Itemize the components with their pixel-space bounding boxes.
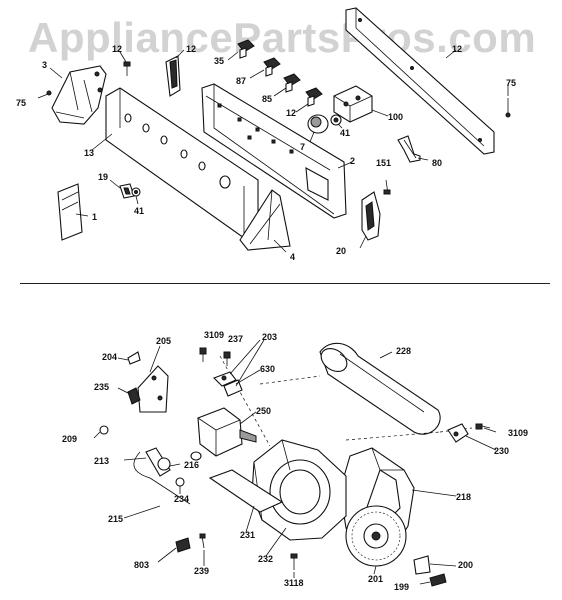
top-leader-lines	[49, 49, 509, 253]
callout-3: 3	[42, 60, 48, 70]
callout-630: 630	[260, 364, 276, 374]
callout-41-right: 41	[340, 128, 351, 138]
part-12-screw	[123, 61, 131, 76]
part-239-screw	[199, 533, 206, 549]
callout-75-right: 75	[506, 78, 517, 88]
part-85-switch	[283, 73, 301, 93]
part-3-end-cap	[51, 65, 107, 125]
part-237-screw	[223, 351, 231, 366]
callout-232: 232	[258, 554, 274, 564]
part-151-screw	[383, 179, 391, 195]
callout-2: 2	[350, 156, 356, 166]
callout-13: 13	[84, 148, 95, 158]
part-19-knob	[119, 183, 135, 199]
callout-203: 203	[262, 332, 278, 342]
callout-87: 87	[236, 76, 247, 86]
callout-237: 237	[228, 334, 244, 344]
callout-3109-left: 3109	[204, 330, 225, 340]
part-235-switch	[127, 387, 141, 405]
part-232-base-plate	[208, 469, 284, 513]
callout-239: 239	[194, 566, 210, 576]
part-12-switch	[305, 87, 323, 107]
part-12-backsplash	[345, 7, 495, 155]
part-203-thermostat	[213, 371, 243, 397]
callout-12-bracket: 12	[186, 44, 197, 54]
callout-3118: 3118	[284, 578, 304, 588]
part-41-small-knob-left	[131, 187, 141, 197]
part-3109-screw-right	[475, 423, 491, 430]
callout-228: 228	[396, 346, 412, 356]
part-216-pulley	[190, 451, 202, 461]
watermark: AppliancePartsPros.com	[28, 14, 537, 61]
part-200-plate	[413, 555, 431, 575]
part-1-card	[57, 183, 83, 241]
bottom-leader-lines	[93, 339, 497, 585]
callout-20: 20	[336, 246, 347, 256]
callout-205: 205	[156, 336, 172, 346]
part-87-switch	[263, 57, 281, 77]
callout-230: 230	[494, 446, 510, 456]
part-80-bracket	[397, 135, 421, 163]
part-234-washer	[175, 477, 185, 487]
callout-213: 213	[94, 456, 110, 466]
callout-75-left: 75	[16, 98, 27, 108]
part-41-small-knob-right	[330, 114, 342, 126]
callout-12-switch: 12	[286, 108, 297, 118]
callout-231: 231	[240, 530, 256, 540]
callout-85: 85	[262, 94, 273, 104]
callout-100: 100	[388, 112, 404, 122]
part-209-plug	[99, 425, 109, 435]
callout-12-backsplash: 12	[452, 44, 463, 54]
callout-151: 151	[376, 158, 392, 168]
callout-199: 199	[394, 582, 410, 592]
callout-35: 35	[214, 56, 225, 66]
part-199-bolt	[429, 573, 447, 587]
part-204-clip	[127, 351, 141, 365]
part-231-front-housing	[251, 439, 347, 541]
part-250-motor	[197, 407, 257, 457]
part-3118-screw	[290, 553, 298, 570]
part-201-fan-wheel	[345, 505, 407, 567]
part-205-bracket	[137, 365, 169, 413]
part-230-thermostat	[447, 423, 469, 443]
part-228-duct	[319, 342, 441, 435]
callout-204: 204	[102, 352, 118, 362]
section-divider	[20, 283, 550, 284]
part-2-console-back	[201, 83, 347, 219]
callout-218: 218	[456, 492, 472, 502]
part-100-timer	[333, 85, 373, 123]
part-35-switch	[237, 39, 255, 59]
part-803-clip	[175, 537, 191, 553]
part-20-end-cap	[361, 191, 381, 241]
callout-200: 200	[458, 560, 474, 570]
callout-80: 80	[432, 158, 443, 168]
part-75-screw-left	[37, 90, 52, 99]
alignment-dashed-lines	[219, 355, 473, 447]
callout-216: 216	[184, 460, 200, 470]
callout-803: 803	[134, 560, 150, 570]
callout-234: 234	[174, 494, 190, 504]
callout-209: 209	[62, 434, 78, 444]
callout-19: 19	[98, 172, 109, 182]
part-213-idler	[133, 447, 191, 505]
callout-1: 1	[92, 212, 98, 222]
callout-235: 235	[94, 382, 110, 392]
callout-4: 4	[290, 252, 296, 262]
part-3109-screw-left	[199, 347, 207, 362]
callout-250: 250	[256, 406, 272, 416]
callout-3109-right: 3109	[508, 428, 529, 438]
callout-215: 215	[108, 514, 124, 524]
part-4-bracket	[239, 189, 291, 251]
part-7-knob	[307, 114, 329, 134]
part-12-bracket	[165, 55, 181, 97]
part-75-screw-right	[505, 98, 511, 118]
callout-201: 201	[368, 574, 384, 584]
callout-12-screw: 12	[112, 44, 123, 54]
callout-7: 7	[300, 142, 306, 152]
callout-41-left: 41	[134, 206, 145, 216]
